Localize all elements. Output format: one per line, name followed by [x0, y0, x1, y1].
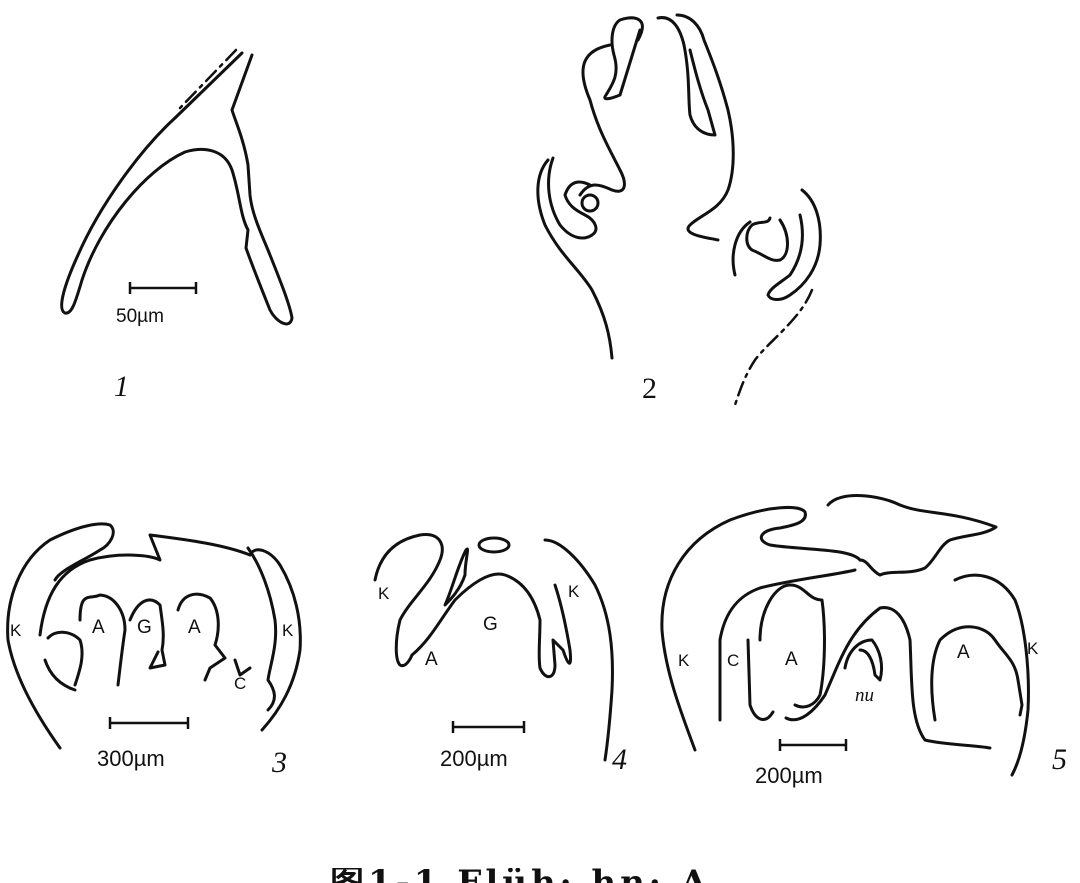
label-gynoecium-p3: G [137, 617, 152, 638]
panel-1-drawing [60, 48, 294, 326]
label-calyx-right-p5: K [1027, 639, 1039, 658]
scale-label-panel-3: 300µm [97, 746, 165, 771]
panel-4-drawing [373, 533, 614, 762]
label-androecium-left-p5: A [785, 649, 798, 670]
label-corolla-p3: C [234, 674, 247, 693]
label-gynoecium-p4: G [483, 614, 498, 635]
scale-label-panel-4: 200µm [440, 746, 508, 771]
label-nucellus-p5: nu [855, 685, 874, 706]
panel-3-number: 3 [272, 746, 287, 779]
label-androecium-left-p3: A [92, 617, 105, 638]
label-calyx-right-p3: K [282, 621, 294, 640]
panel-5-drawing [660, 494, 1030, 777]
label-calyx-right-p4: K [568, 582, 580, 601]
scale-label-panel-5: 200µm [755, 763, 823, 788]
scale-bars [108, 282, 848, 751]
panel-2-drawing [536, 13, 822, 407]
label-calyx-left-p5: K [678, 651, 690, 670]
panel-5-number: 5 [1052, 743, 1067, 776]
label-androecium-right-p5: A [957, 642, 970, 663]
panel-4-number: 4 [612, 743, 627, 776]
label-corolla-p5: C [727, 651, 740, 670]
panel-3-drawing [6, 522, 302, 750]
panel-2-number: 2 [642, 372, 657, 405]
figure-caption: 图1-1 Flüh· hn· À ·h [330, 868, 760, 883]
label-androecium-right-p3: A [188, 617, 201, 638]
figure-caption-text: 图1-1 Flüh· hn· À ·h [330, 868, 760, 883]
label-calyx-left-p4: K [378, 584, 390, 603]
scale-label-panel-1: 50µm [116, 306, 164, 327]
label-calyx-left-p3: K [10, 621, 22, 640]
label-androecium-p4: A [425, 649, 438, 670]
panel-1-number: 1 [114, 370, 129, 403]
